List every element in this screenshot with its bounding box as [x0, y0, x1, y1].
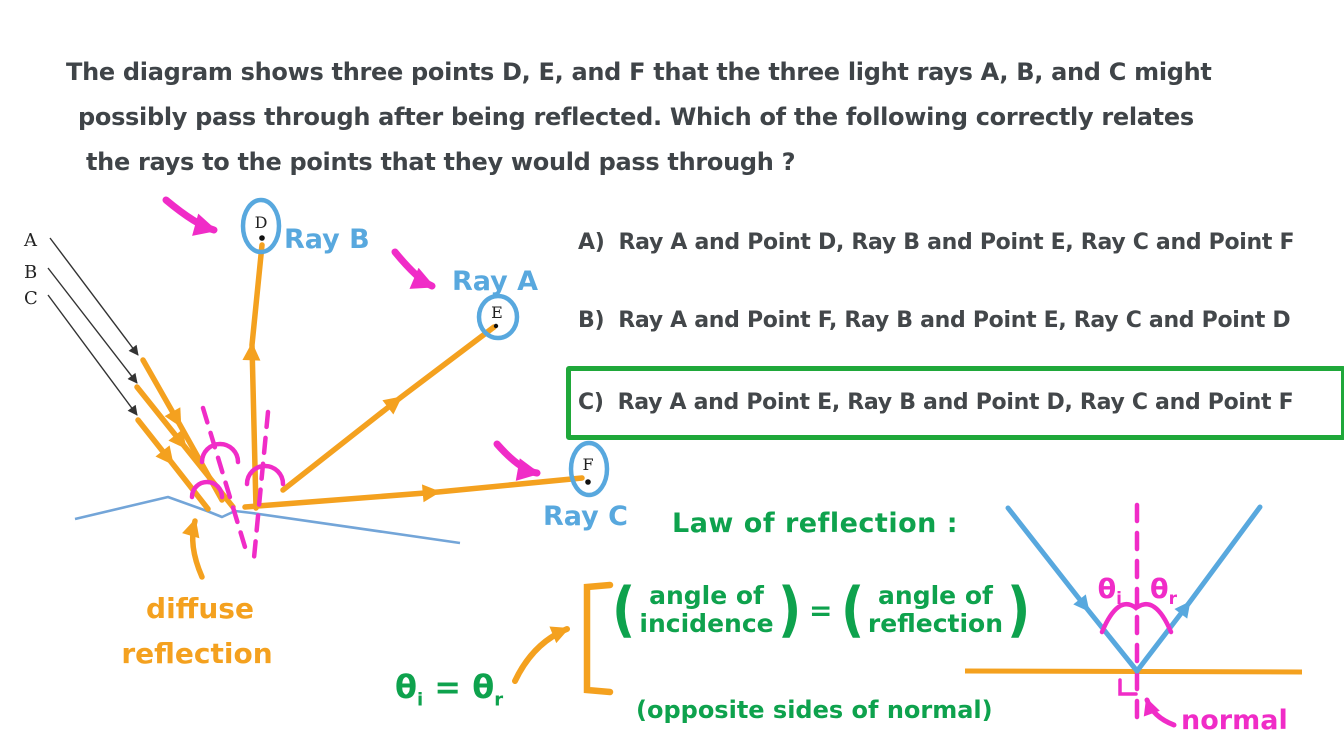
option-row-b: B) Ray A and Point F, Ray B and Point E,… [578, 308, 1291, 333]
theta-identity: θi = θr [395, 668, 503, 710]
question-line-1: The diagram shows three points D, E, and… [66, 58, 1212, 86]
question-text: The diagram shows three points D, E, and… [66, 50, 1212, 185]
ray-annotation-a: Ray A [452, 266, 538, 297]
option-label-b: B) [578, 308, 605, 333]
option-label-a: A) [578, 230, 605, 255]
incident-lead-arrow-a [49, 237, 139, 356]
theta-r-sub: r [494, 689, 504, 711]
angle-arc-1 [199, 441, 241, 465]
reflection-line-2: reflection [867, 609, 1004, 638]
law-note: (opposite sides of normal) [636, 696, 993, 724]
incident-lead-arrow-b [47, 267, 138, 384]
theta-r-base: θ [472, 668, 495, 706]
mini-incident-ray [1005, 505, 1140, 674]
diffuse-reflection-diagram: A B C diffuse reflection D Ray B [23, 196, 628, 670]
option-label-c: C) [578, 390, 604, 415]
option-text-b: Ray A and Point F, Ray B and Point E, Ra… [618, 308, 1291, 333]
incident-ray-label-c: C [24, 288, 38, 309]
point-circle-d [240, 197, 282, 255]
mini-reflected-ray [1134, 504, 1263, 674]
incidence-line-2: incidence [639, 609, 774, 638]
mini-surface [964, 668, 1303, 675]
angle-arc-3 [189, 479, 225, 500]
ray-annotation-c: Ray C [543, 501, 628, 532]
angle-of-reflection-term: angle of reflection [868, 582, 1003, 638]
point-dot-d [259, 235, 265, 241]
incidence-line-1: angle of [649, 581, 764, 610]
incident-lead-arrow-c [47, 294, 138, 416]
point-label-e: E [491, 303, 503, 322]
bracket-path [583, 581, 614, 696]
theta-r-label: θr [1150, 574, 1178, 609]
open-paren-icon: ( [840, 575, 864, 645]
correct-answer-box [566, 366, 1344, 440]
diffuse-caption-line-1: diffuse [146, 592, 254, 625]
point-dot-e [493, 323, 499, 329]
theta-i-sub: i [1116, 589, 1122, 609]
normal-label: normal [1181, 705, 1288, 736]
close-paren-icon: ) [1007, 575, 1031, 645]
theta-r-sub: r [1169, 589, 1178, 609]
question-line-2: possibly pass through after being reflec… [78, 103, 1194, 131]
law-equation: ( angle of incidence ) = ( angle of refl… [610, 580, 1032, 640]
pink-callout-arrow-e [391, 248, 436, 290]
pink-callout-arrow-f [493, 440, 541, 481]
theta-i-label: θi [1098, 574, 1122, 609]
normal-callout-arrow [1143, 697, 1177, 728]
reflection-mini-diagram: θi θr normal [964, 502, 1303, 736]
ray-annotation-b: Ray B [284, 224, 370, 255]
angle-arc-2 [244, 463, 286, 487]
theta-i-base: θ [1098, 574, 1117, 605]
option-row-a: A) Ray A and Point D, Ray B and Point E,… [578, 230, 1294, 255]
reflection-line-1: angle of [878, 581, 993, 610]
identity-arrow-path [512, 626, 570, 684]
open-paren-icon: ( [612, 575, 636, 645]
equation-equals: = [809, 593, 833, 627]
incident-ray-label-b: B [24, 262, 37, 283]
law-title: Law of reflection : [672, 508, 959, 539]
normal-dashed-2 [251, 409, 271, 561]
point-dot-f [585, 479, 591, 485]
close-paren-icon: ) [777, 575, 801, 645]
angle-of-incidence-term: angle of incidence [639, 582, 773, 638]
diffuse-caption-line-2: reflection [121, 637, 272, 670]
mini-angle-arc [1099, 602, 1174, 635]
reflected-ray-to-e [280, 324, 497, 493]
reflected-ray-to-d [242, 242, 265, 511]
option-text-a: Ray A and Point D, Ray B and Point E, Ra… [618, 230, 1295, 255]
diffuse-callout-arrow [182, 518, 205, 580]
theta-i-base: θ [395, 668, 417, 706]
theta-i-sub: i [416, 689, 424, 711]
theta-equals: = [434, 668, 462, 706]
right-angle-mark [1118, 678, 1138, 696]
incident-ray-c [135, 417, 211, 512]
reflected-ray-to-f [242, 475, 585, 510]
incident-ray-label-a: A [23, 230, 38, 251]
rough-surface [74, 495, 461, 545]
equation-bracket [583, 581, 614, 696]
point-label-d: D [255, 213, 268, 232]
pink-callout-arrow-d [162, 196, 218, 236]
question-line-3: the rays to the points that they would p… [86, 148, 796, 176]
point-label-f: F [582, 455, 593, 474]
option-text-c: Ray A and Point E, Ray B and Point D, Ra… [617, 390, 1294, 415]
identity-callout-arrow [512, 626, 570, 684]
theta-r-base: θ [1150, 574, 1169, 605]
option-row-c: C) Ray A and Point E, Ray B and Point D,… [578, 390, 1294, 415]
point-circle-e [476, 293, 520, 341]
normal-dashed-1 [200, 405, 251, 560]
point-circle-f [568, 440, 610, 498]
